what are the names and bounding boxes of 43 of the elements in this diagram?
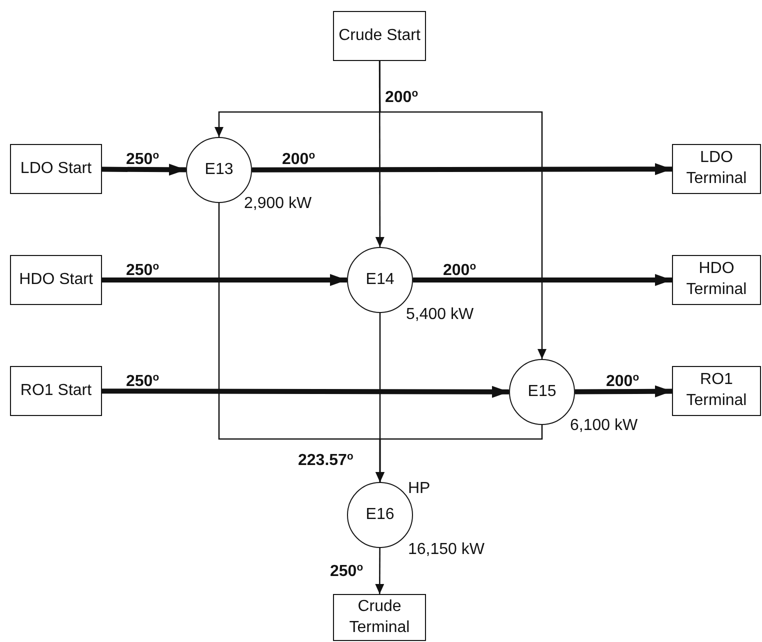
stream-box (333, 594, 426, 641)
node-label: E16 (366, 504, 394, 525)
temperature-label: 250$^{o}$ (126, 374, 160, 390)
node-label: HDO Terminal (685, 259, 748, 300)
flow-arrow (379, 61, 546, 359)
flow-arrow (252, 163, 672, 176)
stream-box (10, 255, 102, 305)
node-label: RO1 Terminal (685, 370, 748, 411)
node-label: E14 (366, 270, 394, 290)
flow-arrow (102, 274, 347, 286)
flow-arrow (102, 164, 186, 176)
node-label: RO1 Start (20, 380, 92, 401)
flow-arrow (574, 385, 672, 398)
annotation: 2,900 kW (244, 196, 312, 212)
temperature-label: 200$^{o}$ (385, 90, 418, 106)
flow-arrow (413, 274, 672, 286)
stream-box (10, 366, 102, 416)
annotation: 6,100 kW (570, 418, 638, 434)
stream-box (10, 144, 102, 194)
annotation: HP (408, 481, 430, 497)
node-label: E13 (204, 160, 234, 180)
temperature-label: 200$^{o}$ (282, 152, 316, 168)
flow-arrow (376, 425, 543, 482)
flow-arrow (375, 548, 384, 594)
temperature-label: 200$^{o}$ (606, 374, 640, 390)
node-label: Crude Terminal (348, 596, 411, 638)
temperature-label: 250$^{o}$ (330, 564, 364, 580)
node-label: LDO Start (20, 158, 92, 179)
annotation: 16,150 kW (408, 542, 484, 558)
temperature-label: 223.57$^{o}$ (298, 453, 354, 469)
flow-arrow (102, 386, 509, 398)
node-label: Crude Start (338, 26, 420, 46)
node-label: LDO Terminal (685, 148, 748, 189)
stream-box (672, 255, 761, 305)
stream-box (333, 11, 426, 61)
temperature-label: 200$^{o}$ (443, 263, 476, 279)
temperature-label: 250$^{o}$ (126, 263, 160, 279)
stream-box (672, 366, 761, 416)
temperature-label: 250$^{o}$ (126, 152, 160, 168)
node-label: E15 (528, 382, 556, 402)
stream-box (672, 144, 761, 194)
annotation: 5,400 kW (406, 307, 474, 323)
node-label: HDO Start (19, 270, 93, 290)
